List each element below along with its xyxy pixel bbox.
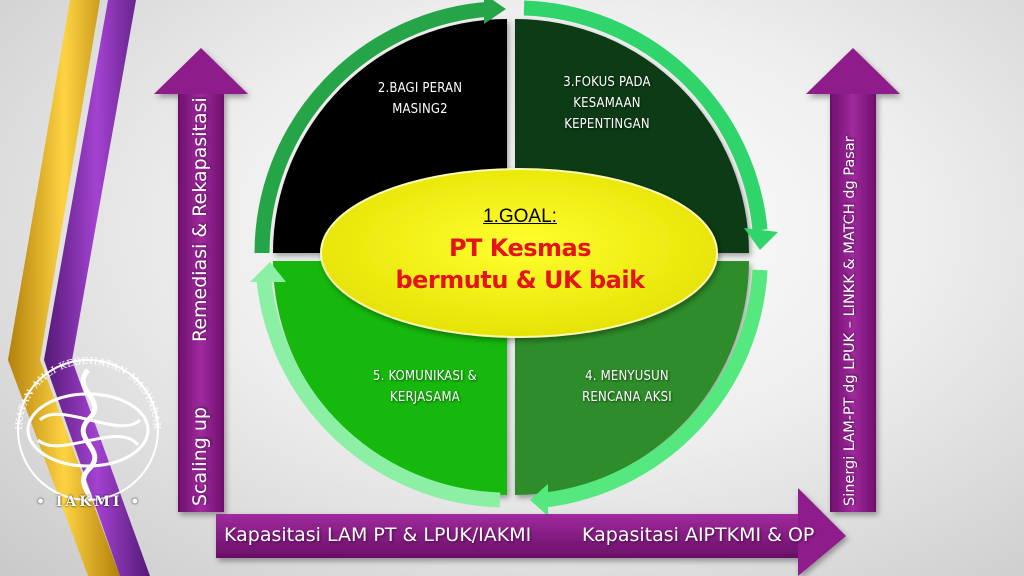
bottom-horizontal-arrow: [216, 488, 846, 576]
cycle-arrows: [250, 0, 778, 516]
left-arrow-bottom-text: Scaling up: [189, 407, 211, 506]
quadrant-5-line-2: KERJASAMA: [390, 390, 460, 405]
quadrant-5-label: 5. KOMUNIKASI & KERJASAMA: [340, 366, 510, 408]
left-arrow-top-text: Remediasi & Rekapasitasi: [189, 97, 211, 342]
goal-title: 1.GOAL:: [483, 206, 557, 227]
left-vertical-arrow: [154, 48, 248, 512]
quadrant-4-line-2: RENCANA AKSI: [582, 390, 672, 405]
quadrant-4-line-1: 4. MENYUSUN: [585, 369, 669, 384]
quadrant-5-line-1: 5. KOMUNIKASI &: [372, 369, 478, 384]
goal-text: PT Kesmas bermutu & UK baik: [360, 232, 680, 296]
goal-ellipse: [320, 168, 718, 338]
bottom-arrow-right-text: Kapasitasi AIPTKMI & OP: [582, 524, 815, 546]
right-vertical-arrow: [806, 48, 900, 512]
quadrant-2-line-1: 2.BAGI PERAN: [377, 81, 463, 96]
goal-line-1: PT Kesmas: [448, 234, 592, 262]
bottom-arrow-left-text: Kapasitasi LAM PT & LPUK/IAKMI: [224, 524, 532, 546]
quadrant-2-line-2: MASING2: [392, 102, 448, 117]
goal-line-2: bermutu & UK baik: [395, 266, 645, 294]
quadrant-3-line-3: KEPENTINGAN: [564, 117, 650, 132]
quadrant-3-line-2: KESAMAAN: [573, 96, 641, 111]
decorative-ribbons: [8, 0, 150, 576]
quadrant-4-label: 4. MENYUSUN RENCANA AKSI: [552, 366, 702, 408]
right-arrow-text: Sinergi LAM-PT dg LPUK – LINKK & MATCH d…: [842, 136, 858, 506]
quadrant-3-label: 3.FOKUS PADA KESAMAAN KEPENTINGAN: [532, 72, 682, 135]
quadrant-2-label: 2.BAGI PERAN MASING2: [350, 78, 490, 120]
quadrant-3-line-1: 3.FOKUS PADA: [563, 75, 651, 90]
logo-caption: • IAKMI •: [36, 494, 143, 510]
